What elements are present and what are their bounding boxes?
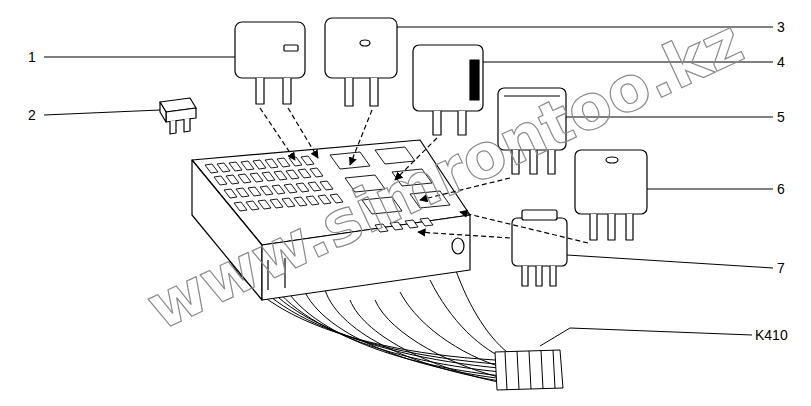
fuse (166, 108, 196, 122)
leader-line (44, 110, 160, 115)
wire-harness (350, 300, 509, 384)
leader-line (44, 57, 235, 58)
relay (512, 218, 567, 266)
wire-harness (300, 278, 505, 379)
callout-number: 6 (777, 182, 785, 196)
relay (590, 214, 633, 240)
leader-line (647, 189, 773, 190)
leader-line (567, 255, 773, 268)
relay (325, 18, 397, 78)
callout-number: 7 (777, 261, 785, 275)
wire-harness (505, 350, 555, 390)
wire-harness (430, 280, 512, 362)
wire-harness (375, 300, 511, 380)
callout-number: 1 (28, 50, 36, 64)
wire-harness (495, 350, 563, 390)
fuse-box (205, 156, 314, 173)
relay (522, 210, 557, 220)
leader-line (540, 328, 752, 346)
callout-number: 5 (777, 110, 785, 124)
install-arrow (418, 232, 510, 238)
callout-number: K410 (755, 328, 788, 342)
fuse (170, 118, 190, 134)
relay (606, 157, 618, 163)
wire-harness (455, 268, 512, 356)
install-arrow (350, 110, 372, 165)
fuse-box (214, 168, 323, 185)
install-arrow (288, 108, 318, 158)
relay (360, 40, 370, 46)
callout-number: 3 (777, 20, 785, 34)
relay (345, 78, 378, 106)
relay (413, 45, 483, 111)
relay (512, 210, 567, 286)
relay (470, 60, 479, 100)
install-arrow (260, 108, 295, 160)
install-arrow (460, 212, 588, 243)
relay (256, 78, 291, 104)
fuse (160, 102, 166, 122)
relay (284, 45, 298, 51)
wire-harness (325, 290, 507, 382)
relay (522, 266, 556, 286)
relay (235, 22, 305, 78)
fuse-box (452, 238, 464, 254)
fuse-box (224, 181, 333, 198)
relay (235, 22, 305, 104)
relay (575, 150, 647, 240)
fuse (160, 98, 196, 134)
relay (325, 18, 397, 106)
relay (575, 150, 647, 214)
relay (413, 45, 483, 135)
relay (433, 111, 466, 135)
callout-number: 4 (777, 55, 785, 69)
callout-number: 2 (28, 108, 36, 122)
